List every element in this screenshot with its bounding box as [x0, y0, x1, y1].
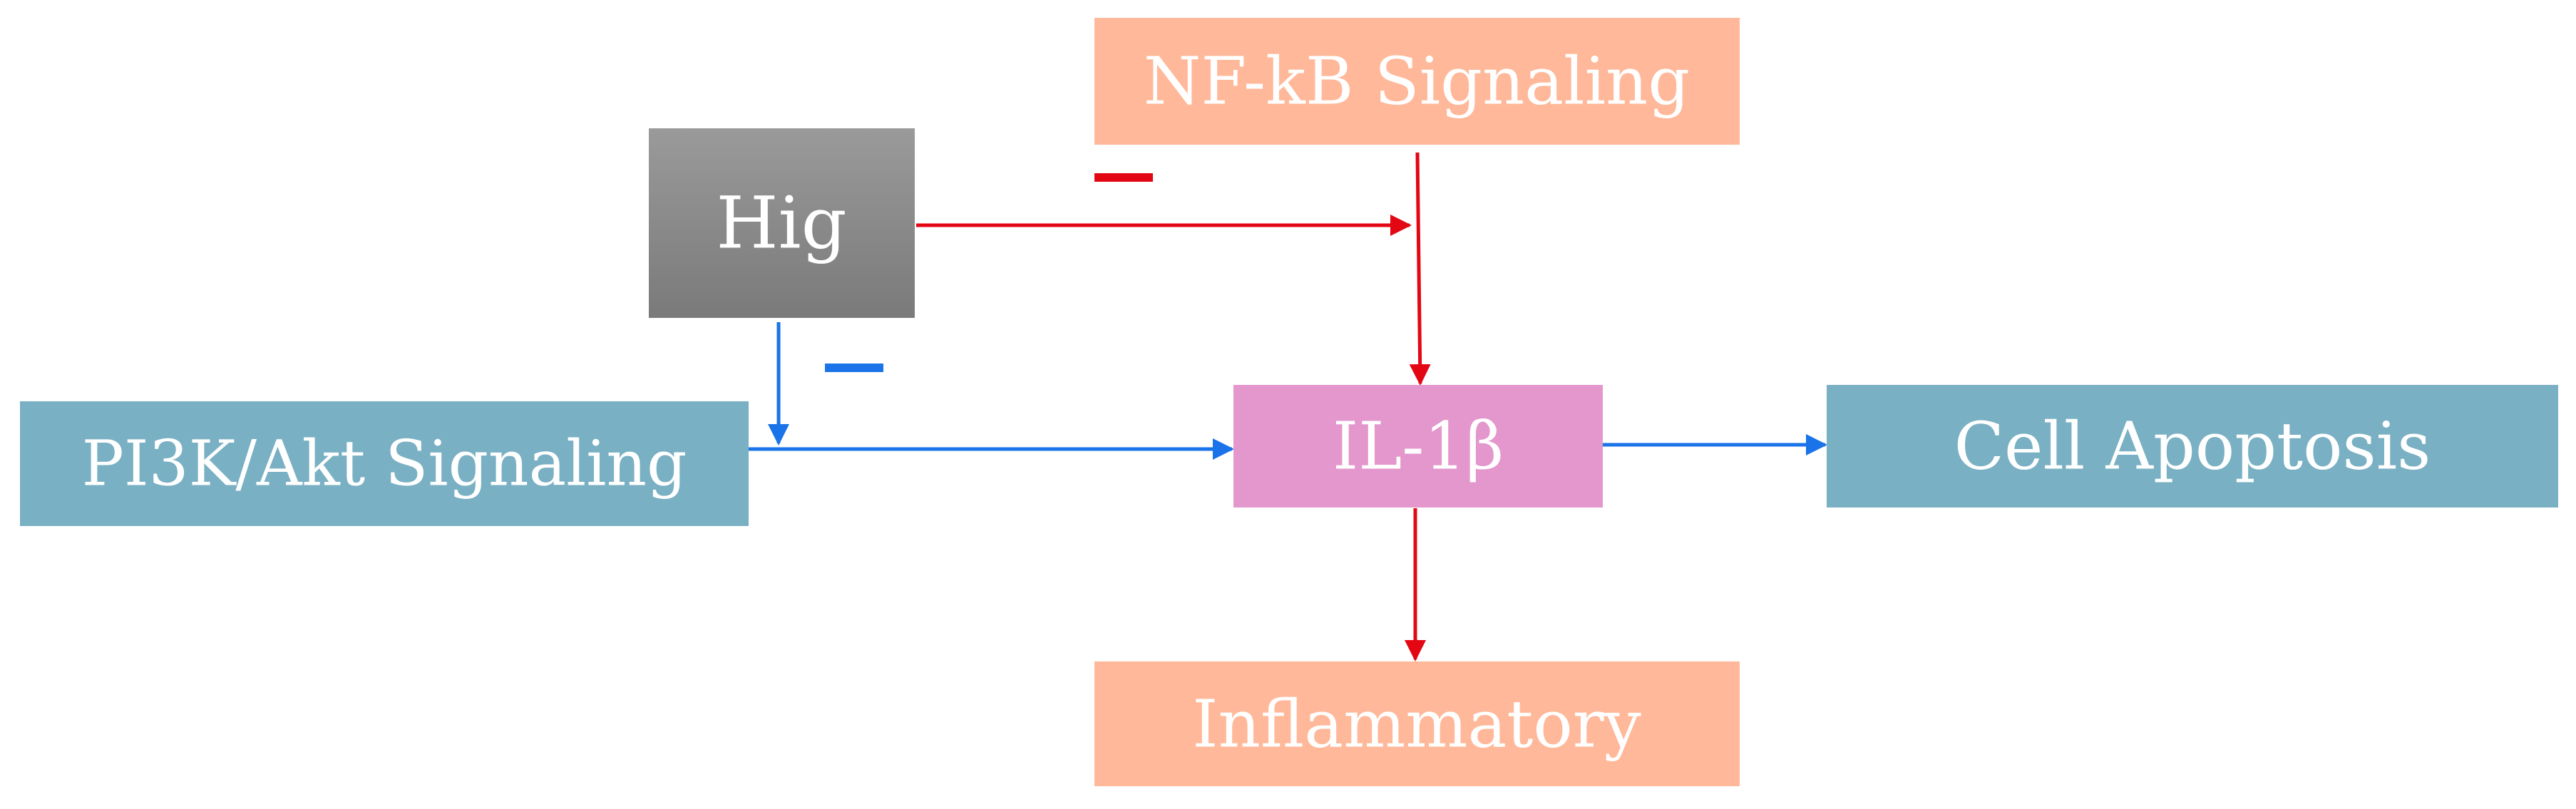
- apoptosis-label: Cell Apoptosis: [1954, 408, 2431, 485]
- inflammatory-label: Inflammatory: [1192, 686, 1641, 763]
- node-inflammatory: Inflammatory: [1094, 661, 1740, 786]
- edges: [749, 152, 1827, 661]
- pi3k-box: [20, 401, 749, 526]
- node-il1b: IL-1β: [1233, 385, 1603, 507]
- pi3k-label: PI3K/Akt Signaling: [82, 427, 687, 500]
- edge-nfkb-to-il1b: [1409, 152, 1431, 386]
- il1b-label: IL-1β: [1333, 408, 1504, 485]
- apoptosis-box: [1827, 385, 2558, 507]
- nfkb-box: [1094, 18, 1740, 145]
- hig-label: Hig: [716, 182, 846, 265]
- node-nfkb: NF-kB Signaling: [1094, 18, 1740, 145]
- nfkb-label: NF-kB Signaling: [1144, 43, 1690, 120]
- node-pi3k: PI3K/Akt Signaling: [20, 401, 749, 526]
- inflammatory-box: [1094, 661, 1740, 786]
- inhibition-marks: [825, 173, 1153, 372]
- red-inhibition-mark: [1094, 173, 1153, 182]
- node-apoptosis: Cell Apoptosis: [1827, 385, 2558, 507]
- blue-inhibition-mark: [825, 364, 883, 372]
- il1b-box: [1233, 385, 1603, 507]
- node-hig: Hig: [649, 128, 915, 318]
- hig-box: [649, 128, 915, 318]
